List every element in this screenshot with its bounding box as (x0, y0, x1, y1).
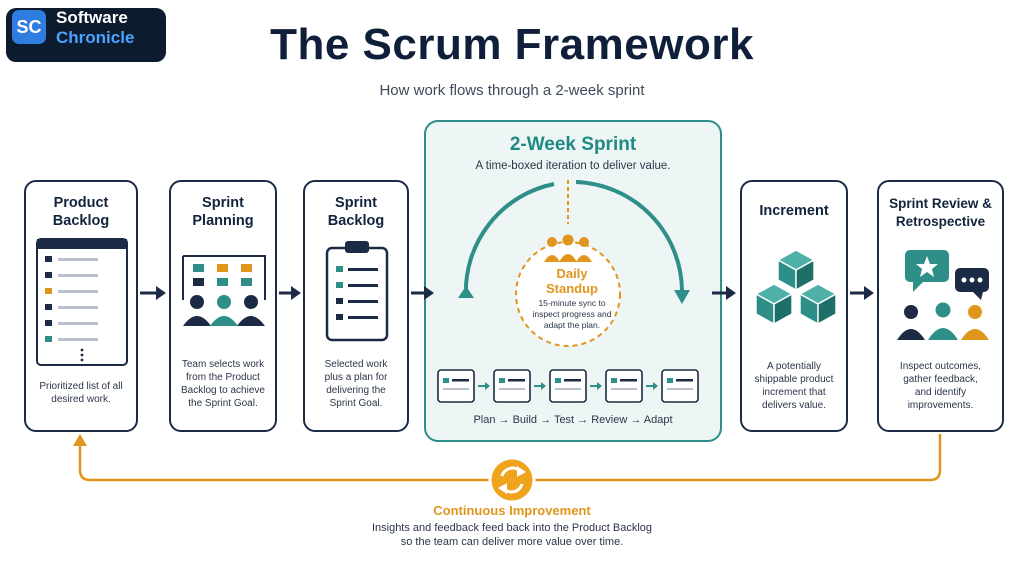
card-desc-line: Backlog to achieve (181, 385, 265, 396)
continuous-improvement-title: Continuous Improvement (433, 503, 591, 518)
card-desc-line: A potentially (767, 361, 821, 372)
card-desc-line: increment that (762, 387, 826, 398)
team-planning-icon (182, 255, 266, 326)
card-title-line-1: Sprint (202, 195, 244, 211)
cubes-icon (754, 249, 838, 326)
arrow-up-icon (73, 434, 87, 446)
card-title-line-2: Planning (192, 213, 254, 229)
logo-line-2: Chronicle (56, 28, 135, 47)
refresh-cycle-icon (488, 456, 536, 504)
card-desc-line: Prioritized list of all (39, 381, 123, 392)
card-desc-line: delivers value. (762, 400, 826, 411)
card-title-line-1: Increment (759, 203, 829, 219)
card-title-line-2: Backlog (327, 213, 385, 229)
standup-desc-line: adapt the plan. (543, 320, 601, 330)
clipboard-icon (325, 241, 389, 342)
card-desc-line: Inspect outcomes, (899, 361, 982, 372)
card-desc-line: and identify (914, 387, 967, 398)
continuous-improvement-desc-line: so the team can deliver more value over … (400, 536, 624, 548)
card-desc-line: desired work. (51, 394, 111, 405)
card-title-line-2: Backlog (52, 213, 110, 229)
sprint-backlog-card: Sprint Backlog Selected work plus a plan… (303, 180, 409, 432)
card-desc-line: Team selects work (181, 359, 265, 370)
page-subtitle: How work flows through a 2-week sprint (379, 82, 645, 99)
sprint-title: 2-Week Sprint (509, 134, 637, 155)
sprint-planning-card: Sprint Planning Team selects work from t… (169, 180, 277, 432)
logo-badge: SC (12, 10, 46, 44)
sprint-steps: Plan → Build → Test → Review → Adapt (473, 414, 673, 426)
card-desc-line: gather feedback, (903, 374, 978, 385)
card-title-line-2: Retrospective (895, 214, 986, 229)
increment-card: Increment A potentially shippable produc… (740, 180, 848, 432)
page-title: The Scrum Framework (270, 20, 754, 69)
sprint-workflow-cards (437, 369, 699, 403)
card-desc-line: Sprint Goal. (329, 398, 383, 409)
card-desc-line: the Sprint Goal. (188, 398, 258, 409)
card-desc-line: shippable product (754, 374, 834, 385)
sprint-cycle-diagram (437, 180, 699, 403)
card-title-line-1: Sprint (335, 195, 377, 211)
continuous-improvement-desc-line: Insights and feedback feed back into the… (371, 522, 653, 534)
backlog-list-icon (36, 238, 128, 366)
feedback-icon (897, 250, 989, 340)
card-desc-line: plus a plan for (324, 372, 388, 383)
card-title-line-1: Product (53, 195, 109, 211)
standup-desc-line: 15-minute sync to (538, 298, 606, 308)
card-desc-line: Selected work (324, 359, 388, 370)
standup-title-line-2: Standup (546, 281, 598, 296)
card-desc-line: delivering the (326, 385, 386, 396)
card-title-line-1: Sprint Review & (889, 196, 992, 211)
sprint-subtitle: A time-boxed iteration to deliver value. (475, 160, 671, 172)
standup-desc-line: inspect progress and (532, 309, 612, 319)
standup-people-icon (544, 234, 592, 262)
logo-line-1: Software (56, 8, 128, 27)
card-desc-line: improvements. (907, 400, 974, 411)
product-backlog-card: Product Backlog Prioritized list of all … (24, 180, 138, 432)
standup-title-line-1: Daily (556, 266, 588, 281)
card-desc-line: from the Product (186, 372, 260, 383)
sprint-review-card: Sprint Review & Retrospective Inspect ou… (877, 180, 1004, 432)
